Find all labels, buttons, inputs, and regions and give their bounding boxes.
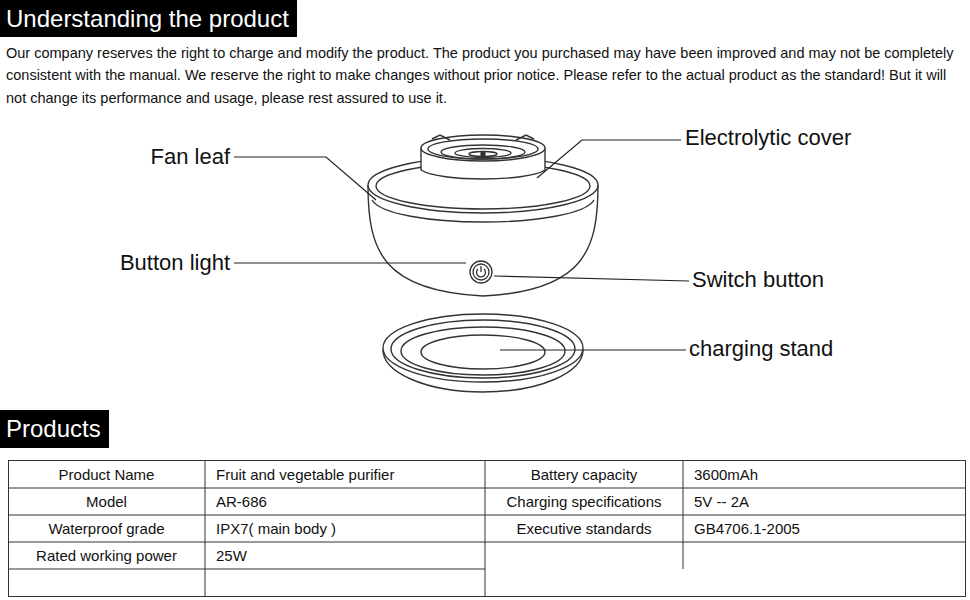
table-cell: 3600mAh <box>684 461 965 487</box>
part-name: Fan leaf <box>151 144 231 170</box>
table-cell: Product Name <box>9 461 204 487</box>
table-cell: Model <box>9 489 204 514</box>
part-name: Electrolytic cover <box>685 125 851 151</box>
table-cell: Waterproof grade <box>9 516 204 541</box>
table-cell: 5V -- 2A <box>684 489 965 514</box>
leader-lines <box>234 140 689 350</box>
charging-stand-symbol <box>383 314 583 392</box>
table-cell: Executive standards <box>486 516 682 541</box>
section-heading: Understanding the product <box>6 5 289 33</box>
purifier-body <box>368 135 598 296</box>
spec-table-grid <box>8 460 966 597</box>
table-cell: IPX7( main body ) <box>206 516 484 541</box>
table-cell: AR-686 <box>206 489 484 514</box>
switch-button-symbol <box>470 261 492 283</box>
table-cell: GB4706.1-2005 <box>684 516 965 541</box>
table-cell: 25W <box>206 543 484 568</box>
notice-paragraph: Our company reserves the right to charge… <box>6 42 966 109</box>
table-cell: Battery capacity <box>486 461 682 487</box>
section-heading: Products <box>6 415 101 443</box>
table-cell: Charging specifications <box>486 489 682 514</box>
section-band: Products <box>0 410 109 448</box>
part-name: charging stand <box>689 336 833 362</box>
section-band: Understanding the product <box>0 0 297 37</box>
table-cell: Rated working power <box>9 543 204 568</box>
part-name: Switch button <box>692 267 824 293</box>
part-name: Button light <box>120 250 230 276</box>
table-cell: Fruit and vegetable purifier <box>206 461 484 487</box>
